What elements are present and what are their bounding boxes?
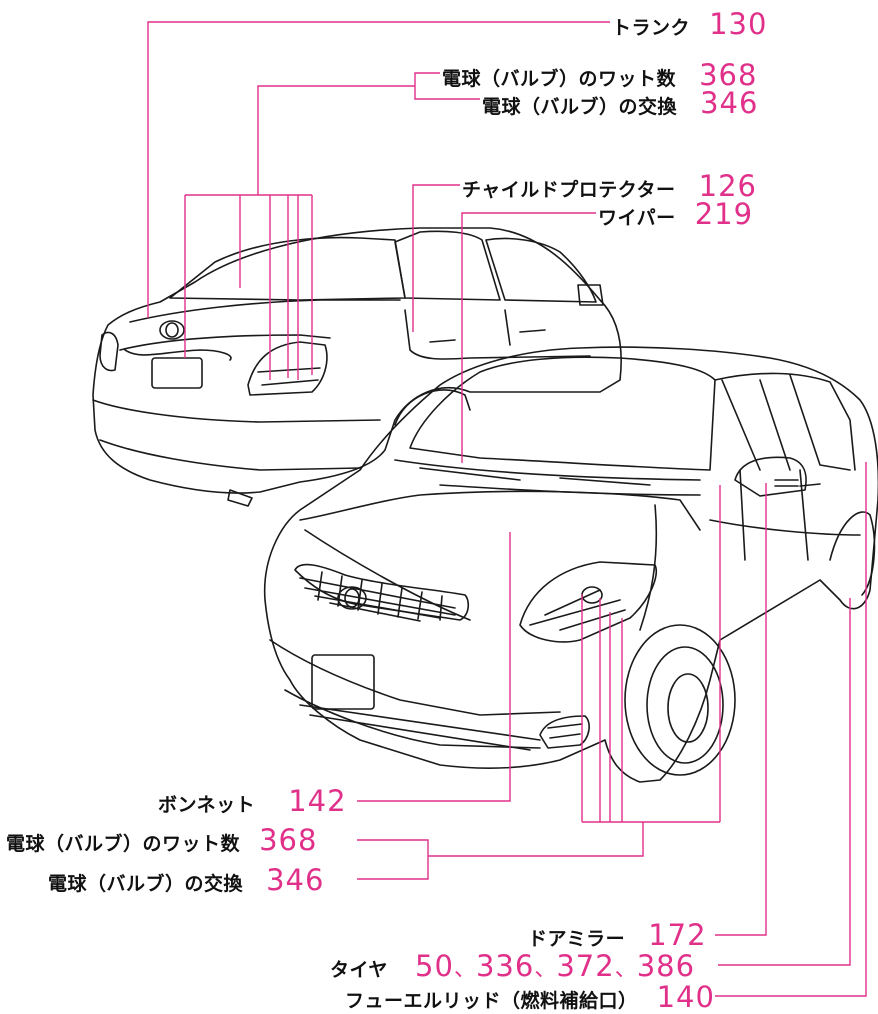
callout-label: フューエルリッド（燃料補給口） [345,990,638,1012]
callout-rear-bulb-wattage: 電球（バルブ）のワット数 368 [442,61,757,90]
front-car [263,346,878,783]
callout-label: チャイルドプロテクター [462,179,676,201]
callout-front-bulb-wattage: 電球（バルブ）のワット数 368 [6,826,317,855]
page-number[interactable]: 50 [415,949,454,983]
page-separator: 、 [453,957,476,982]
callout-front-bulb-replace: 電球（バルブ）の交換 346 [48,866,324,895]
page-number[interactable]: 142 [288,784,347,818]
page-number[interactable]: 346 [266,863,325,897]
page-separator: 、 [534,957,557,982]
callout-rear-bulb-replace: 電球（バルブ）の交換 346 [482,89,758,118]
page-number[interactable]: 140 [656,980,715,1014]
page-number[interactable]: 386 [636,949,696,983]
callout-label: ボンネット [158,794,256,816]
callout-door-mirror: ドアミラー 172 [528,921,707,950]
callout-label: トランク [612,17,691,39]
page-number[interactable]: 336 [475,949,535,983]
callout-label: ワイパー [598,207,676,229]
callout-label: 電球（バルブ）のワット数 [442,68,677,90]
page-number[interactable]: 346 [700,86,759,120]
callout-wiper: ワイパー 219 [598,200,753,229]
callout-trunk: トランク 130 [612,10,767,39]
page-number[interactable]: 130 [709,7,768,41]
callout-label: 電球（バルブ）の交換 [482,96,678,118]
page-number[interactable]: 219 [694,197,754,231]
callout-tire: タイヤ 50、336、372、386 [330,952,695,981]
page-number[interactable]: 126 [698,169,758,203]
callout-label: 電球（バルブ）の交換 [48,873,244,895]
page-number[interactable]: 368 [699,58,758,92]
page-number[interactable]: 372 [556,949,615,983]
page-number[interactable]: 172 [648,918,707,952]
callout-bonnet: ボンネット 142 [158,787,347,816]
page-separator: 、 [614,957,637,982]
callout-label: ドアミラー [528,928,626,950]
callout-label: タイヤ [330,959,388,981]
callout-child-protector: チャイルドプロテクター 126 [462,172,757,201]
callout-fuel-lid: フューエルリッド（燃料補給口） 140 [345,983,715,1012]
rear-car [92,227,622,507]
callout-label: 電球（バルブ）のワット数 [6,833,241,855]
leader-lines [147,21,867,997]
page-number[interactable]: 368 [259,823,318,857]
